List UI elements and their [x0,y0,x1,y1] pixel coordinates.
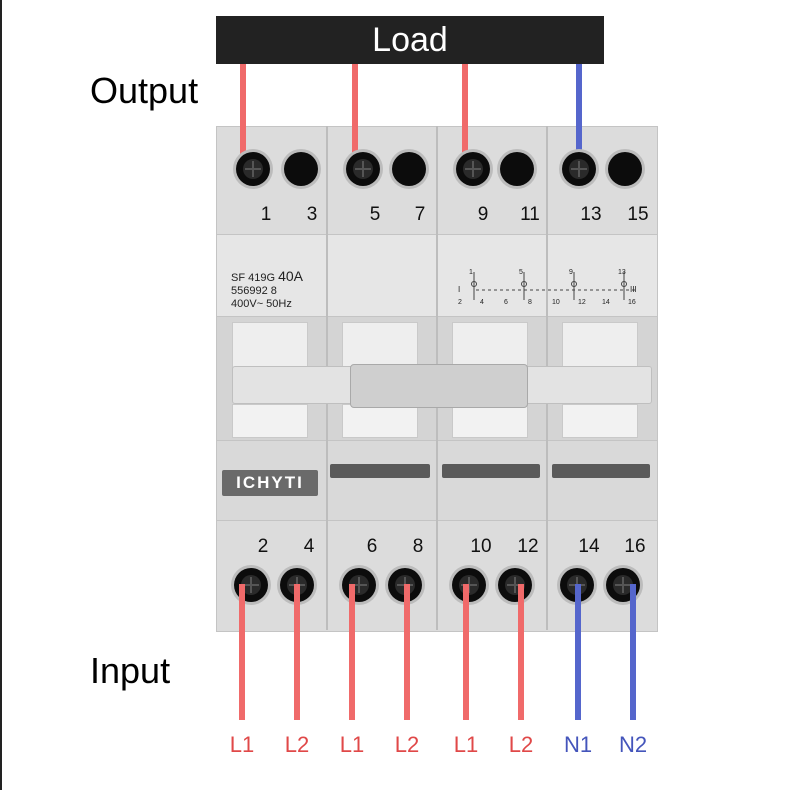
schematic-number: 9 [569,269,573,276]
terminal-number: 11 [520,204,540,225]
switch-schematic: 1 5 9 13 2 4 6 8 10 12 14 16 I III [458,269,637,306]
left-frame-edge [0,0,2,790]
input-wire [294,584,300,720]
screw-icon [569,159,589,179]
screw-icon [463,159,483,179]
schematic-mark: III [630,285,637,294]
wire-label: L2 [508,732,534,757]
screw-icon [459,575,479,595]
screw-icon [613,575,633,595]
input-wire [463,584,469,720]
input-wire [630,584,636,720]
input-wire [518,584,524,720]
terminal-number: 4 [303,536,315,557]
wire-label: L1 [453,732,479,757]
handle-grip[interactable] [350,364,528,408]
output-wire-9 [462,64,468,172]
schematic-number: 16 [628,299,636,306]
terminal-number: 1 [260,204,272,225]
spec-code: 556992 8 [231,285,277,297]
spec-voltage: 400V~ 50Hz [231,298,292,310]
toggle-lower [342,404,418,438]
wire-label: L1 [229,732,255,757]
load-bar: Load [216,16,604,64]
schematic-number: 8 [528,299,532,306]
output-wire-1 [240,64,246,172]
output-wire-5 [352,64,358,172]
spec-rating: 40A [278,268,304,284]
dark-strip [442,464,540,478]
spec-text: SF 419G 40A 556992 8 400V~ 50Hz [231,268,304,311]
schematic-mark: I [458,285,460,294]
output-wire-13 [576,64,582,172]
schematic-number: 12 [578,299,586,306]
input-wire [404,584,410,720]
dark-strip [552,464,650,478]
input-wire [239,584,245,720]
terminal-number: 2 [257,536,269,557]
schematic-number: 14 [602,299,610,306]
schematic-number: 5 [519,269,523,276]
toggle-lower [232,404,308,438]
wire-label: N1 [563,732,593,757]
terminal-number: 6 [366,536,378,557]
screw-icon [353,159,373,179]
toggle-lower [562,404,638,438]
spec-model: SF 419G [231,272,276,284]
terminal-number: 9 [477,204,489,225]
schematic-number: 2 [458,299,462,306]
screw-icon [241,575,261,595]
terminal-hole [236,152,270,186]
brand-logo: ICHYTI [222,470,318,496]
terminal-number: 8 [412,536,424,557]
screw-icon [243,159,263,179]
wire-label: L2 [284,732,310,757]
terminal-hole [284,152,318,186]
input-wire [575,584,581,720]
terminal-number: 10 [470,536,492,557]
schematic-number: 4 [480,299,484,306]
schematic-number: 13 [618,269,626,276]
terminal-number: 12 [517,536,539,557]
output-label: Output [90,70,199,111]
wire-label: L1 [339,732,365,757]
terminal-hole [500,152,534,186]
terminal-hole [342,568,376,602]
terminal-number: 7 [414,204,426,225]
terminal-hole [562,152,596,186]
terminal-hole [608,152,642,186]
wire-label: N2 [618,732,648,757]
terminal-hole [498,568,532,602]
terminal-number: 3 [306,204,318,225]
schematic-number: 1 [469,269,473,276]
terminal-hole [346,152,380,186]
toggle-lower [452,404,528,438]
terminal-number: 5 [369,204,381,225]
terminal-hole [452,568,486,602]
terminal-hole [456,152,490,186]
terminal-hole [392,152,426,186]
wire-label: L2 [394,732,420,757]
terminal-number: 16 [624,536,646,557]
terminal-number: 14 [578,536,600,557]
terminal-number: 15 [627,204,649,225]
schematic-number: 6 [504,299,508,306]
input-label: Input [90,650,171,691]
terminal-number: 13 [580,204,602,225]
input-wire [349,584,355,720]
dark-strip [330,464,430,478]
schematic-number: 10 [552,299,560,306]
